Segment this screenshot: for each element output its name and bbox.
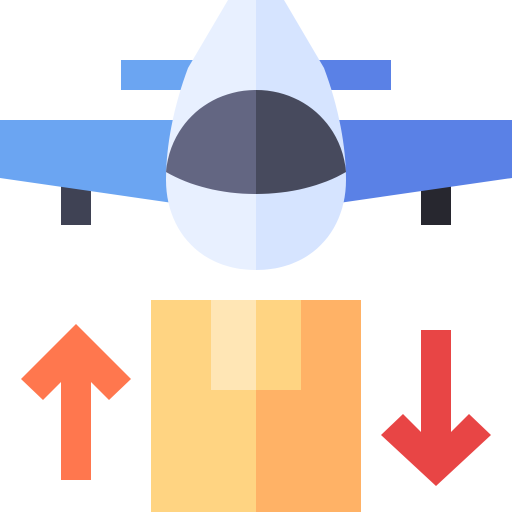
cockpit-window-left bbox=[166, 90, 256, 194]
engine-left bbox=[61, 186, 91, 225]
airplane-icon bbox=[0, 0, 512, 270]
up-arrow-shape bbox=[21, 324, 131, 480]
down-arrow-icon bbox=[381, 330, 491, 486]
down-arrow-shape bbox=[381, 330, 491, 486]
box-tape-left bbox=[211, 300, 256, 390]
up-arrow-icon bbox=[21, 324, 131, 480]
cockpit-window-right bbox=[256, 90, 346, 194]
cargo-box-icon bbox=[151, 300, 361, 512]
box-tape-right bbox=[256, 300, 301, 390]
engine-right bbox=[421, 186, 451, 225]
